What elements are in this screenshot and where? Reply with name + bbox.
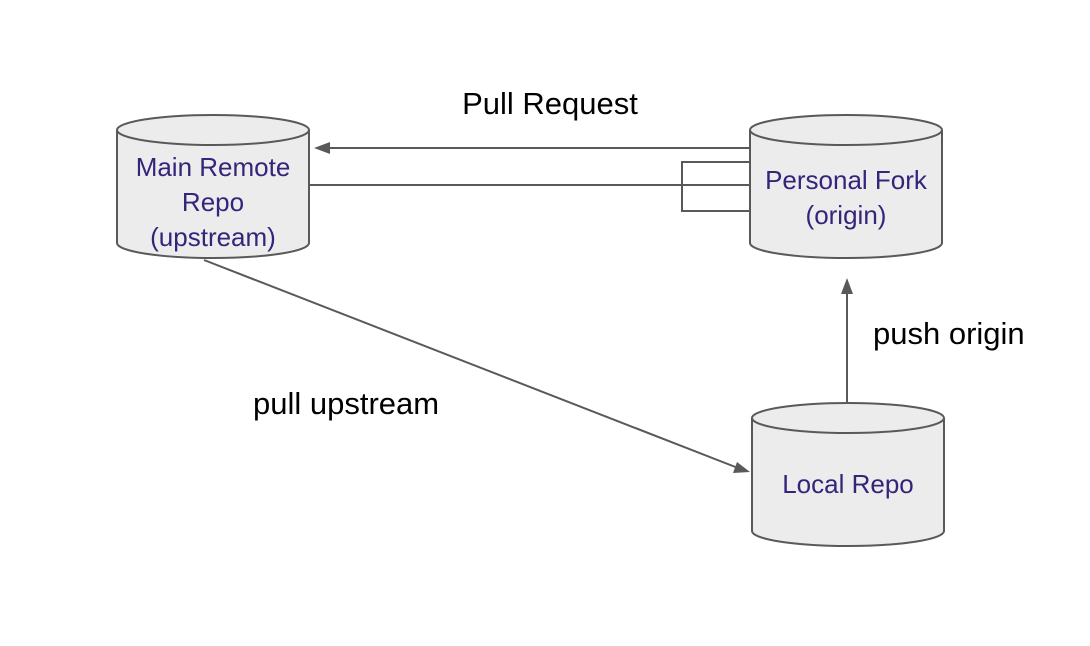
personal-fork-label-line-1: Personal Fork bbox=[765, 165, 928, 195]
edge-pull-upstream bbox=[203, 259, 750, 473]
main-remote-cylinder-body bbox=[116, 130, 310, 259]
node-local-repo: Local Repo bbox=[751, 402, 945, 547]
personal-fork-cylinder-top bbox=[749, 114, 943, 146]
local-repo-cylinder-top bbox=[751, 402, 945, 434]
pull-upstream-arrowhead bbox=[733, 462, 750, 473]
pull-request-arrowhead bbox=[314, 142, 330, 154]
main-remote-cylinder-top bbox=[116, 114, 310, 146]
push-origin-arrowhead bbox=[841, 278, 853, 294]
local-repo-cylinder-body bbox=[751, 418, 945, 547]
main-remote-label-line-1: Main Remote bbox=[136, 152, 291, 182]
edge-fork-link bbox=[310, 161, 750, 212]
node-personal-fork: Personal Fork (origin) bbox=[749, 114, 943, 259]
push-origin-label: push origin bbox=[873, 316, 1025, 351]
local-repo-label: Local Repo bbox=[782, 469, 914, 499]
pull-upstream-line bbox=[203, 259, 739, 469]
fork-loop-line bbox=[681, 161, 750, 212]
edge-push-origin bbox=[841, 278, 853, 416]
main-remote-label-line-3: (upstream) bbox=[150, 222, 276, 252]
edge-pull-request bbox=[314, 142, 750, 154]
main-remote-label-line-2: Repo bbox=[182, 187, 244, 217]
personal-fork-cylinder-body bbox=[749, 130, 943, 259]
personal-fork-label-line-2: (origin) bbox=[806, 200, 887, 230]
pull-request-label: Pull Request bbox=[462, 86, 638, 121]
node-main-remote-repo: Main Remote Repo (upstream) bbox=[116, 114, 310, 259]
pull-upstream-label: pull upstream bbox=[253, 386, 439, 421]
